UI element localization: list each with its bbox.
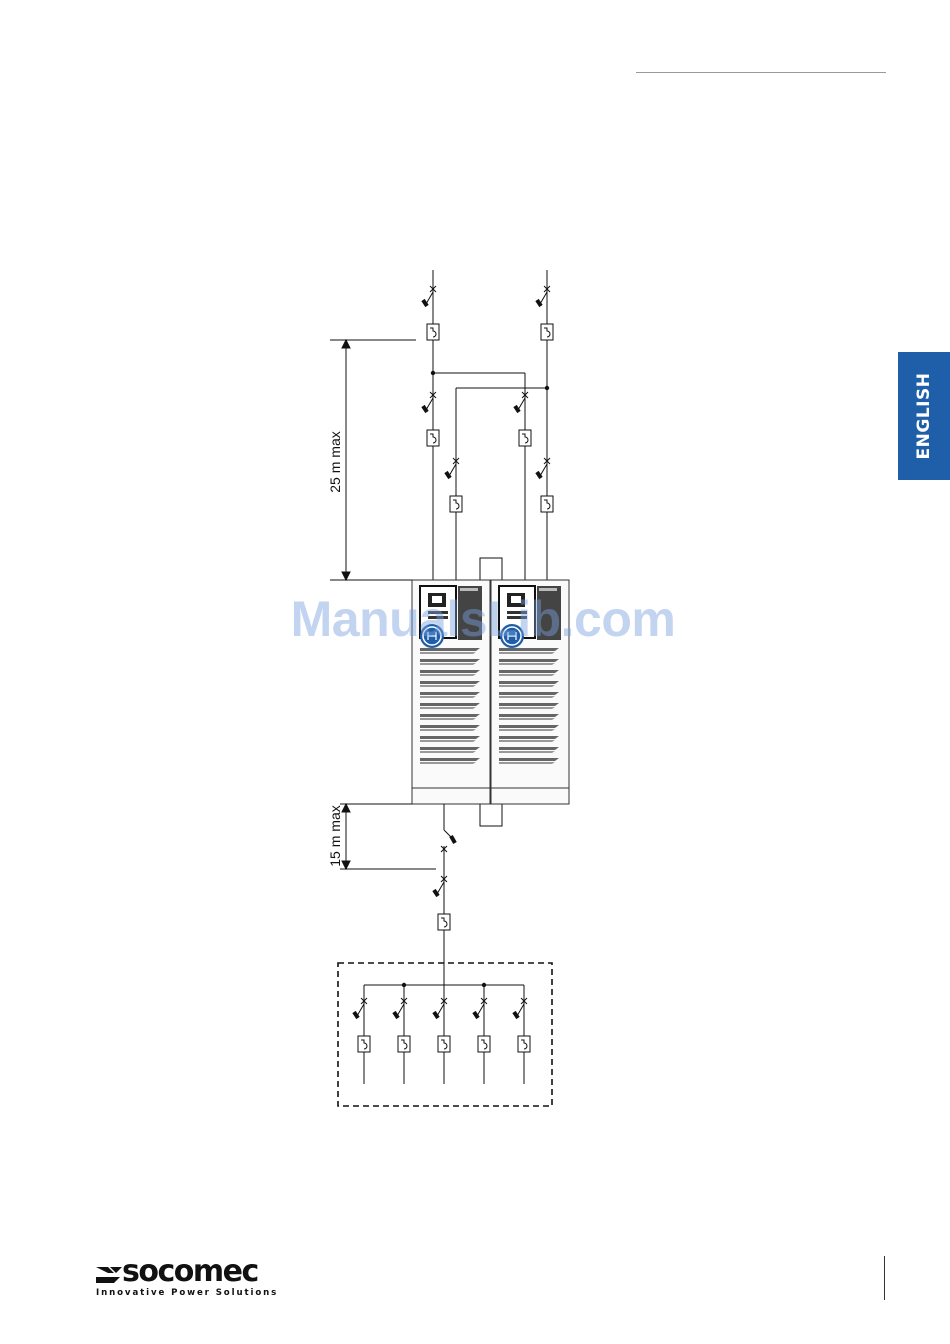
brand-name: socomec [122, 1254, 258, 1289]
dimension-15m [340, 804, 436, 869]
distribution-board [338, 963, 552, 1106]
breaker-input-2 [515, 392, 531, 446]
breaker-mains-2 [537, 286, 553, 340]
breaker-feeder-1 [354, 998, 370, 1052]
breaker-bypass-1 [446, 458, 462, 512]
output-line [444, 804, 454, 985]
footer-rule [884, 1256, 885, 1300]
breaker-feeder-2 [394, 998, 410, 1052]
breaker-feeder-5 [514, 998, 530, 1052]
breaker-input-1 [423, 392, 439, 446]
brand-logo: socomec Innovative Power Solutions [96, 1262, 296, 1302]
breaker-mains-1 [423, 286, 439, 340]
breaker-feeder-3 [434, 998, 450, 1052]
breaker-bypass-2 [537, 458, 553, 512]
upper-feed-network [433, 270, 547, 580]
breaker-feeder-4 [474, 998, 490, 1052]
watermark: ManualsLib.com [268, 590, 698, 648]
dimension-25m-label: 25 m max [327, 431, 343, 492]
breaker-output [434, 876, 450, 930]
brand-tagline: Innovative Power Solutions [96, 1288, 278, 1298]
socomec-mark-icon [96, 1264, 122, 1286]
dimension-15m-label: 15 m max [327, 805, 343, 866]
